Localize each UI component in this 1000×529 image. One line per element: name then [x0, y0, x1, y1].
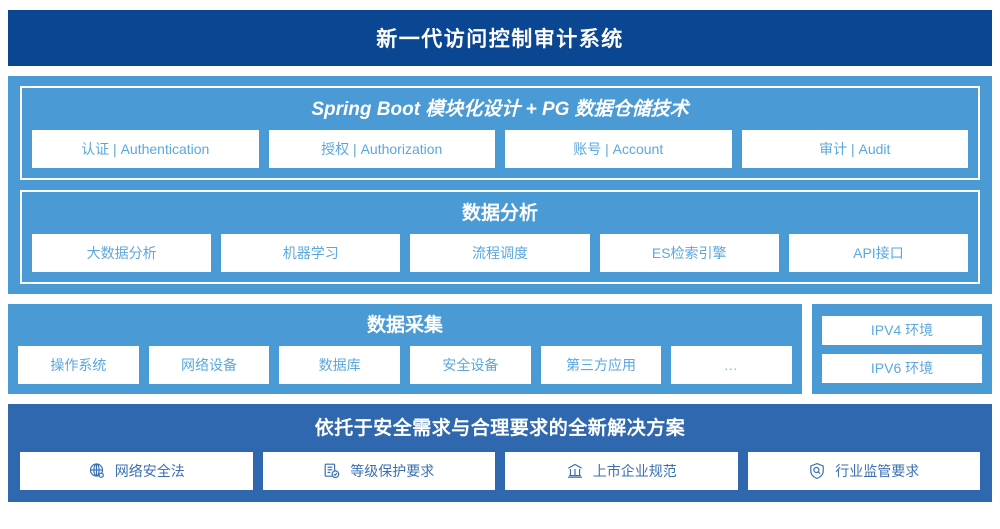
header-bar: 新一代访问控制审计系统 [8, 10, 992, 66]
collection-chip-more[interactable]: … [671, 346, 793, 384]
shield-search-icon [808, 462, 826, 480]
platform-chip-row: 认证 | Authentication 授权 | Authorization 账… [32, 130, 968, 168]
collection-chip-security-device[interactable]: 安全设备 [410, 346, 531, 384]
compliance-title: 依托于安全需求与合理要求的全新解决方案 [314, 418, 686, 439]
collection-row: 数据采集 操作系统 网络设备 数据库 安全设备 第三方应用 … IPV4 环境 … [8, 304, 992, 394]
globe-icon [88, 462, 106, 480]
compliance-chip-label: 网络安全法 [114, 463, 185, 479]
page-title: 新一代访问控制审计系统 [376, 28, 624, 51]
bank-icon [566, 462, 584, 480]
compliance-chip-label: 行业监管要求 [835, 463, 920, 479]
analysis-group: 数据分析 大数据分析 机器学习 流程调度 ES检索引擎 API接口 [20, 190, 980, 284]
environment-chip-ipv6[interactable]: IPV6 环境 [822, 353, 982, 383]
analysis-chip-machine-learning[interactable]: 机器学习 [221, 234, 401, 272]
environment-panel: IPV4 环境 IPV6 环境 [812, 304, 992, 394]
compliance-chip-row: 网络安全法 等级保护要求 [20, 452, 980, 490]
collection-chip-database[interactable]: 数据库 [279, 346, 401, 384]
platform-group-title: Spring Boot 模块化设计 + PG 数据仓储技术 [311, 99, 689, 120]
analysis-chip-row: 大数据分析 机器学习 流程调度 ES检索引擎 API接口 [32, 234, 969, 272]
platform-chip-account[interactable]: 账号 | Account [505, 130, 732, 168]
analysis-chip-es-search-engine[interactable]: ES检索引擎 [599, 234, 779, 272]
platform-chip-authorization[interactable]: 授权 | Authorization [268, 130, 495, 168]
platform-group: Spring Boot 模块化设计 + PG 数据仓储技术 认证 | Authe… [20, 86, 980, 180]
analysis-chip-process-scheduling[interactable]: 流程调度 [410, 234, 590, 272]
analysis-chip-bigdata[interactable]: 大数据分析 [32, 234, 212, 272]
environment-chip-ipv4[interactable]: IPV4 环境 [822, 315, 982, 345]
compliance-panel: 依托于安全需求与合理要求的全新解决方案 网络安全法 [8, 404, 992, 502]
platform-analysis-stack: Spring Boot 模块化设计 + PG 数据仓储技术 认证 | Authe… [8, 76, 992, 294]
platform-chip-authentication[interactable]: 认证 | Authentication [32, 130, 259, 168]
compliance-chip-cybersecurity-law[interactable]: 网络安全法 [20, 452, 253, 490]
collection-title: 数据采集 [366, 315, 443, 336]
collection-chip-third-party-app[interactable]: 第三方应用 [540, 346, 662, 384]
compliance-chip-industry-regulation[interactable]: 行业监管要求 [747, 452, 980, 490]
analysis-chip-api[interactable]: API接口 [788, 234, 969, 272]
compliance-chip-label: 上市企业规范 [592, 463, 677, 479]
document-check-icon [323, 462, 341, 480]
compliance-chip-classified-protection[interactable]: 等级保护要求 [262, 452, 495, 490]
compliance-chip-listed-enterprise[interactable]: 上市企业规范 [505, 452, 738, 490]
platform-chip-audit[interactable]: 审计 | Audit [741, 130, 968, 168]
collection-chip-network-device[interactable]: 网络设备 [148, 346, 270, 384]
collection-chip-operating-system[interactable]: 操作系统 [18, 346, 139, 384]
analysis-group-title: 数据分析 [461, 203, 538, 224]
collection-chip-row: 操作系统 网络设备 数据库 安全设备 第三方应用 … [18, 346, 793, 384]
collection-panel: 数据采集 操作系统 网络设备 数据库 安全设备 第三方应用 … [8, 304, 802, 394]
compliance-chip-label: 等级保护要求 [350, 463, 435, 479]
